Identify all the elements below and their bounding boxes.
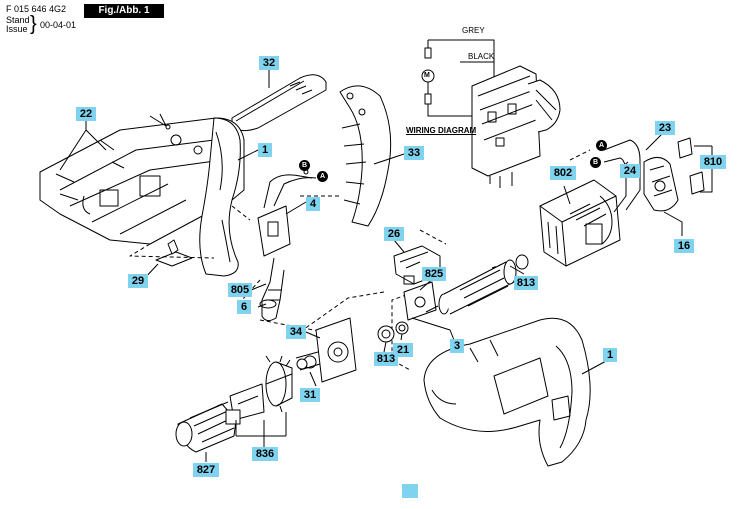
connector-b-marker-motor: B bbox=[590, 157, 601, 168]
callout-part-31: 31 bbox=[300, 388, 320, 402]
pinion-drawing bbox=[295, 351, 321, 371]
screws-top-drawing bbox=[55, 113, 171, 201]
wiring-diagram-title: WIRING DIAGRAM bbox=[406, 126, 477, 135]
callout-part-32: 32 bbox=[259, 56, 279, 70]
motor-symbol-label: M bbox=[424, 72, 430, 79]
callout-part-802: 802 bbox=[550, 166, 576, 180]
bearings-drawing bbox=[377, 321, 409, 343]
connector-a-marker: A bbox=[317, 171, 328, 182]
wiring-schematic-drawing bbox=[421, 39, 561, 188]
handle-half-drawing bbox=[199, 117, 241, 277]
clip-drawing bbox=[155, 239, 193, 267]
callout-blank bbox=[402, 484, 418, 498]
callout-part-22: 22 bbox=[76, 107, 96, 121]
document-code: F 015 646 4G2 bbox=[6, 4, 67, 14]
armature-drawing bbox=[425, 254, 529, 315]
wire-black-label: BLACK bbox=[468, 52, 495, 61]
callout-part-805: 805 bbox=[228, 283, 252, 297]
wire-grey-label: GREY bbox=[462, 26, 485, 35]
switch-drawing bbox=[257, 169, 317, 257]
callout-part-34: 34 bbox=[286, 325, 306, 339]
callout-part-16: 16 bbox=[674, 239, 694, 253]
issue-label: Issue bbox=[6, 24, 28, 34]
callout-part-827: 827 bbox=[193, 463, 219, 477]
gear-plate-drawing bbox=[315, 317, 357, 383]
callout-part-3: 3 bbox=[450, 339, 464, 353]
callout-part-23: 23 bbox=[655, 121, 675, 135]
callout-part-21: 21 bbox=[393, 343, 413, 357]
callout-part-813-upper: 813 bbox=[514, 276, 538, 290]
stand-label: Stand bbox=[6, 15, 30, 25]
brace-glyph: } bbox=[30, 13, 37, 35]
carbon-brushes-drawing bbox=[677, 137, 705, 195]
nameplate-drawing bbox=[231, 74, 327, 132]
handle-cover-drawing bbox=[339, 85, 392, 227]
callout-part-810: 810 bbox=[700, 155, 726, 169]
callout-part-24: 24 bbox=[620, 164, 640, 178]
callout-part-4: 4 bbox=[306, 197, 320, 211]
brush-plate-drawing bbox=[643, 157, 679, 212]
callout-part-33: 33 bbox=[404, 146, 424, 160]
callout-part-1-handle: 1 bbox=[258, 143, 272, 157]
bearing-retainer-drawing bbox=[403, 281, 437, 321]
callout-part-813-lower: 813 bbox=[374, 352, 398, 366]
issue-date: 00-04-01 bbox=[40, 20, 77, 30]
connector-b-marker: B bbox=[299, 160, 310, 171]
housing-half-shell-drawing bbox=[39, 117, 245, 245]
drill-housing-drawing bbox=[423, 317, 591, 467]
callout-part-6: 6 bbox=[237, 300, 251, 314]
callout-part-825: 825 bbox=[422, 267, 446, 281]
callout-part-1-housing: 1 bbox=[603, 348, 617, 362]
chuck-drawing bbox=[175, 401, 241, 453]
callout-part-29: 29 bbox=[128, 274, 148, 288]
figure-label: Fig./Abb. 1 bbox=[84, 4, 164, 18]
callout-part-836: 836 bbox=[252, 447, 278, 461]
field-stator-drawing bbox=[539, 179, 621, 267]
callout-part-26: 26 bbox=[384, 227, 404, 241]
connector-a-marker-motor: A bbox=[596, 140, 607, 151]
cable-drawing bbox=[259, 257, 285, 322]
